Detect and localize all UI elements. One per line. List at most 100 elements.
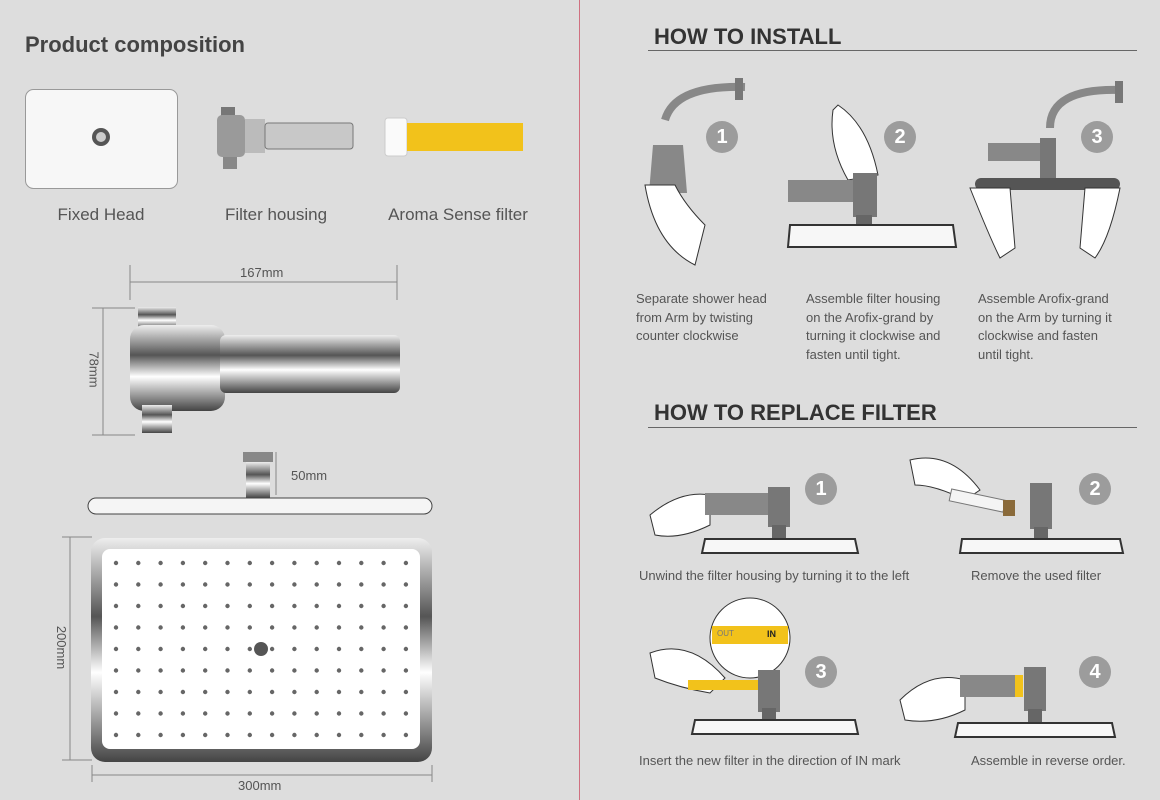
nozzle-dot (203, 668, 208, 673)
nozzle-dot (359, 603, 364, 609)
replace-step-2-text: Remove the used filter (971, 568, 1102, 583)
nozzle-dot (359, 668, 364, 673)
nozzle-dot (136, 711, 141, 716)
nozzle-dot (158, 625, 163, 630)
label-fixed-head: Fixed Head (57, 205, 145, 224)
nozzle-dot (158, 732, 163, 738)
text-line: counter clockwise (636, 328, 739, 343)
nozzle-dot (203, 689, 208, 695)
nozzle-dot (269, 689, 275, 695)
nozzle-dot (292, 603, 297, 609)
nozzle-dot (136, 582, 141, 587)
text-line: fasten until tight. (806, 346, 901, 362)
nozzle-dot (136, 603, 141, 609)
nozzle-dot (247, 603, 252, 609)
nozzle-dot (158, 560, 163, 566)
text-line: on the Arm by turning it (978, 309, 1112, 325)
replace-step-3-text: Insert the new filter in the direction o… (639, 753, 901, 768)
nozzle-dot (225, 732, 230, 738)
replace-title: HOW TO REPLACE FILTER (654, 400, 937, 425)
nozzle-dot (158, 668, 163, 673)
nozzle-dot (113, 689, 119, 695)
text-line: Assemble Arofix-grand (978, 291, 1109, 306)
nozzle-dot (225, 560, 230, 566)
nozzle-dot (203, 603, 208, 609)
nozzle-dot (336, 668, 342, 673)
replace-step2-illustration (909, 457, 1125, 554)
text-line: from Arm by twisting (636, 309, 754, 325)
nozzle-dot (180, 603, 186, 609)
nozzle-dot (225, 646, 230, 652)
nozzle-dot (247, 646, 252, 652)
nozzle-dot (113, 732, 119, 738)
nozzle-dot (359, 711, 364, 716)
nozzle-dot (314, 689, 319, 695)
nozzle-dot (359, 582, 364, 587)
nozzle-dot (113, 711, 119, 716)
nozzle-dot (292, 711, 297, 716)
nozzle-dot (113, 668, 119, 673)
nozzle-dot (269, 625, 275, 630)
nozzle-dot (113, 603, 119, 609)
replace-step-4-text: Assemble in reverse order. (971, 753, 1126, 768)
install-step3-illustration (969, 81, 1123, 259)
nozzle-dot (314, 582, 319, 587)
nozzle-dot (403, 689, 409, 695)
head-side-image (87, 452, 433, 515)
install-step-3-text: Assemble Arofix-grand on the Arm by turn… (978, 290, 1112, 364)
text-line: clockwise and fasten (978, 328, 1098, 343)
nozzle-dot (225, 711, 230, 716)
nozzle-dot (113, 646, 119, 652)
nozzle-dot (247, 711, 252, 716)
nozzle-dot (247, 560, 252, 566)
nozzle-dot (359, 689, 364, 695)
nozzle-dot (336, 625, 342, 630)
nozzle-dot (180, 625, 186, 630)
nozzle-dot (292, 625, 297, 630)
nozzle-dot (247, 668, 252, 673)
callout-in-label: IN (767, 629, 776, 639)
nozzle-dot (381, 582, 386, 587)
nozzle-dot (269, 646, 275, 652)
nozzle-dot (403, 646, 409, 652)
aroma-filter-image (384, 117, 523, 157)
nozzle-dot (113, 582, 119, 587)
replace-step1-illustration (649, 487, 860, 554)
install-step2-illustration (786, 104, 958, 248)
nozzle-dot (269, 582, 275, 587)
nozzle-dot (359, 646, 364, 652)
nozzle-dot (336, 646, 342, 652)
dim-head-depth: 200mm (54, 625, 70, 670)
text-line: turning it clockwise and (806, 328, 941, 343)
nozzle-dot (381, 668, 386, 673)
callout-out-label: OUT (717, 629, 734, 638)
nozzle-dot (180, 646, 186, 652)
nozzle-dot (314, 603, 319, 609)
nozzle-dot (269, 711, 275, 716)
nozzle-dot (381, 560, 386, 566)
nozzle-dot (203, 625, 208, 630)
nozzle-dot (314, 732, 319, 738)
filter-housing-large-image (130, 307, 400, 433)
nozzle-dot (225, 603, 230, 609)
nozzle-dot (314, 646, 319, 652)
nozzle-dot (136, 732, 141, 738)
nozzle-dot (381, 603, 386, 609)
nozzle-dot (336, 603, 342, 609)
nozzle-dot (292, 646, 297, 652)
dim-head-width: 300mm (238, 778, 282, 793)
nozzle-dot (158, 646, 163, 652)
replace-step-4-badge: 4 (1079, 656, 1111, 688)
install-step-2-text: Assemble filter housing on the Arofix-gr… (806, 290, 940, 364)
nozzle-dot (180, 582, 186, 587)
nozzle-dot (292, 582, 297, 587)
nozzle-dot (136, 560, 141, 566)
nozzle-dot (225, 689, 230, 695)
nozzle-dot (247, 689, 252, 695)
nozzle-dot (136, 646, 141, 652)
nozzle-dot (336, 711, 342, 716)
replace-title-rule (648, 427, 1137, 428)
nozzle-dot (403, 711, 409, 716)
replace-step-1-text: Unwind the filter housing by turning it … (639, 568, 910, 583)
nozzle-dot (136, 689, 141, 695)
